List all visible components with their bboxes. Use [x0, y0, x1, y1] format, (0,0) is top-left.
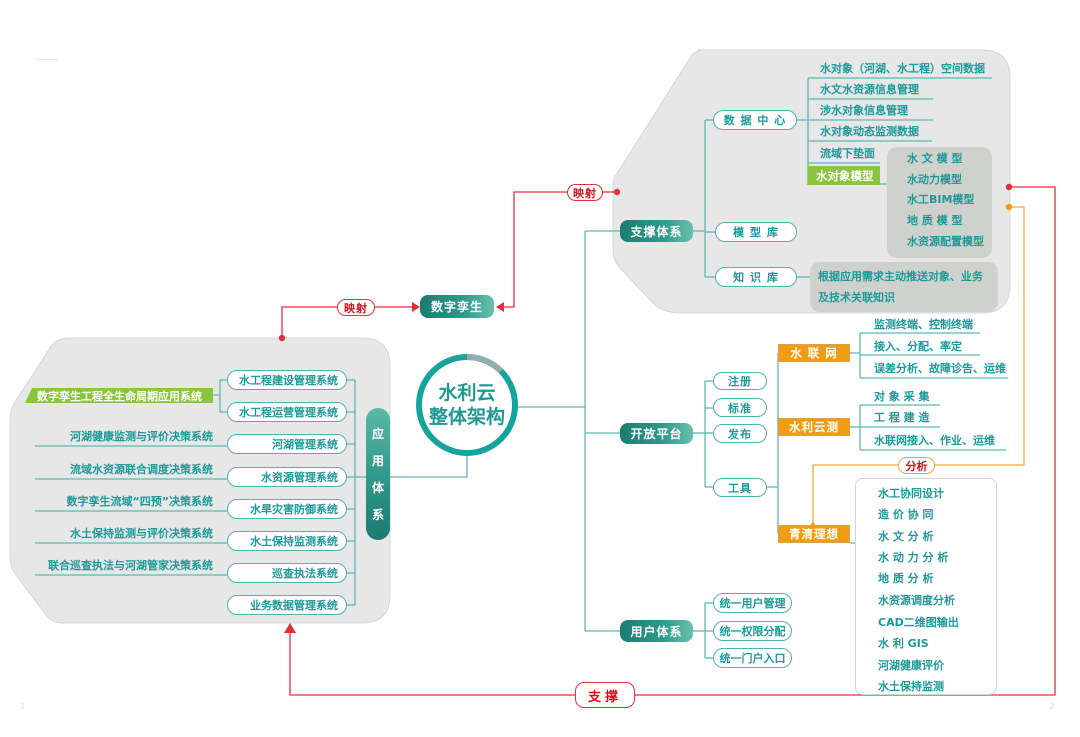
- app-system-item[interactable]: 业务数据管理系统: [227, 595, 347, 615]
- data-item: 涉水对象信息管理: [820, 104, 908, 117]
- center-title-line1: 水利云: [438, 382, 496, 404]
- cloud-survey-item: 工 程 建 造: [874, 411, 930, 424]
- user-item[interactable]: 统一用户管理: [713, 593, 792, 613]
- page-number-left: 1: [20, 702, 26, 712]
- tool-item: 水资源调度分析: [878, 594, 955, 607]
- qingqing-node[interactable]: 青清理想: [778, 525, 850, 543]
- model-item: 水工BIM模型: [907, 193, 975, 206]
- app-system-item[interactable]: 水土保持监测系统: [227, 531, 347, 551]
- action-publish[interactable]: 发布: [713, 424, 767, 443]
- data-item: 水对象动态监测数据: [820, 125, 919, 138]
- user-system-node[interactable]: 用户体系: [620, 620, 693, 642]
- analysis-link-label: 分析: [898, 457, 935, 474]
- app-system-item[interactable]: 水工程建设管理系统: [227, 370, 347, 390]
- model-library-node[interactable]: 模 型 库: [715, 222, 797, 242]
- app-system-item[interactable]: 水旱灾害防御系统: [227, 499, 347, 519]
- tool-item: 河湖健康评价: [878, 659, 944, 672]
- decorative-mark: [36, 59, 58, 60]
- tool-item: 水 文 分 析: [878, 530, 934, 543]
- model-item: 地 质 模 型: [907, 214, 963, 227]
- map-label-left: 映射: [337, 299, 375, 316]
- cloud-survey-item: 水联网接入、作业、运维: [874, 434, 995, 447]
- user-item[interactable]: 统一权限分配: [713, 621, 792, 641]
- digital-twin-node[interactable]: 数字孪生: [420, 295, 494, 318]
- data-center-node[interactable]: 数 据 中 心: [713, 110, 797, 130]
- support-system-node[interactable]: 支撑体系: [620, 220, 693, 242]
- support-link-label: 支撑: [575, 682, 635, 708]
- decision-system-item: 流域水资源联合调度决策系统: [70, 463, 213, 476]
- decision-system-item: 河湖健康监测与评价决策系统: [70, 430, 213, 443]
- app-system-item[interactable]: 巡查执法系统: [227, 563, 347, 583]
- decision-system-item: 数字孪生流域“四预”决策系统: [66, 495, 213, 508]
- decision-system-item: 联合巡查执法与河湖管家决策系统: [48, 559, 213, 572]
- application-system-char: 体: [371, 481, 384, 495]
- data-item: 水对象（河湖、水工程）空间数据: [820, 62, 985, 75]
- data-item: 流域下垫面: [820, 147, 875, 160]
- cloud-survey-item: 对 象 采 集: [874, 390, 930, 403]
- lifecycle-banner: 数字孪生工程全生命周期应用系统: [25, 388, 213, 403]
- page-number-right: 2: [1049, 702, 1055, 712]
- qingqing-tool-box: [855, 478, 997, 695]
- map-label-top: 映射: [567, 184, 603, 201]
- action-register[interactable]: 注册: [713, 372, 767, 390]
- model-item: 水 文 模 型: [907, 152, 963, 165]
- knowledge-base-node[interactable]: 知 识 库: [715, 267, 797, 287]
- action-tools[interactable]: 工具: [713, 478, 767, 497]
- app-system-item[interactable]: 水工程运营管理系统: [227, 402, 347, 422]
- application-system-char: 用: [371, 454, 384, 468]
- data-item: 水文水资源信息管理: [820, 83, 919, 96]
- app-system-item[interactable]: 水资源管理系统: [227, 467, 347, 487]
- tool-item: 水 动 力 分 析: [878, 551, 949, 564]
- cloud-survey-node[interactable]: 水利云测: [778, 418, 850, 436]
- application-system-char: 应: [371, 427, 384, 441]
- model-item: 水动力模型: [907, 173, 962, 186]
- knowledge-base-description: 根据应用需求主动推送对象、业务及技术关联知识: [810, 262, 998, 312]
- open-platform-node[interactable]: 开放平台: [620, 423, 693, 444]
- action-standard[interactable]: 标准: [713, 398, 767, 417]
- water-iot-item: 接入、分配、率定: [874, 340, 962, 353]
- tool-item: 水工协同设计: [878, 487, 944, 500]
- tool-item: 造 价 协 同: [878, 508, 934, 521]
- model-item: 水资源配置模型: [907, 235, 984, 248]
- tool-item: 地 质 分 析: [878, 572, 934, 585]
- decision-system-item: 水土保持监测与评价决策系统: [70, 527, 213, 540]
- user-item[interactable]: 统一门户入口: [713, 648, 792, 668]
- application-system-char: 系: [371, 508, 384, 522]
- tool-item: 水土保持监测: [878, 680, 944, 693]
- water-iot-node[interactable]: 水 联 网: [778, 344, 850, 362]
- tool-item: CAD二维图输出: [878, 616, 959, 629]
- application-system-node[interactable]: 应 用 体 系: [366, 408, 390, 540]
- water-iot-item: 误差分析、故障诊告、运维: [874, 362, 1006, 375]
- app-system-item[interactable]: 河湖管理系统: [227, 434, 347, 454]
- tool-item: 水 利 GIS: [878, 637, 929, 650]
- center-title-line2: 整体架构: [428, 406, 505, 428]
- model-subtree-box: [887, 147, 992, 258]
- center-title: 水利云 整体架构: [419, 381, 515, 429]
- center-ring-gray-arc: [466, 353, 504, 374]
- water-object-model-tag[interactable]: 水对象模型: [808, 166, 880, 185]
- water-iot-item: 监测终端、控制终端: [874, 318, 973, 331]
